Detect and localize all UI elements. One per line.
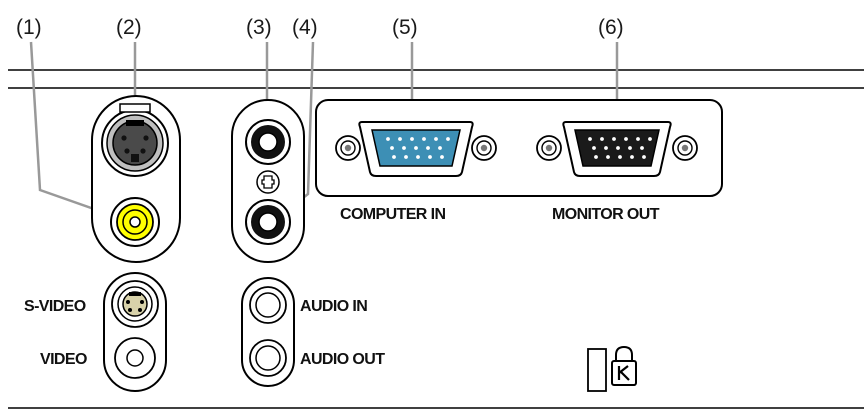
audio-link-icon: [256, 170, 280, 194]
computer-in-port[interactable]: [335, 121, 497, 177]
kensington-lock-icon: [611, 345, 637, 386]
audio-in-label: AUDIO IN: [300, 298, 367, 315]
monitor-out-label: MONITOR OUT: [552, 206, 660, 223]
callout-4: (4): [292, 16, 318, 39]
security-slot[interactable]: [587, 348, 607, 392]
callout-6: (6): [598, 16, 624, 39]
callout-3: (3): [246, 16, 272, 39]
video-label-bezel: [103, 272, 167, 392]
audio-label-bezel: [241, 277, 295, 387]
callout-2: (2): [116, 16, 142, 39]
s-video-jack[interactable]: [101, 103, 169, 177]
video-label: VIDEO: [40, 351, 87, 368]
audio-in-jack[interactable]: [245, 119, 291, 165]
s-video-label: S-VIDEO: [24, 298, 86, 315]
video-jack[interactable]: [110, 197, 160, 247]
audio-out-label: AUDIO OUT: [300, 351, 385, 368]
monitor-out-port[interactable]: [536, 121, 698, 177]
audio-out-jack[interactable]: [245, 199, 291, 245]
callout-1: (1): [16, 16, 42, 39]
computer-in-label: COMPUTER IN: [340, 206, 445, 223]
callout-5: (5): [392, 16, 418, 39]
